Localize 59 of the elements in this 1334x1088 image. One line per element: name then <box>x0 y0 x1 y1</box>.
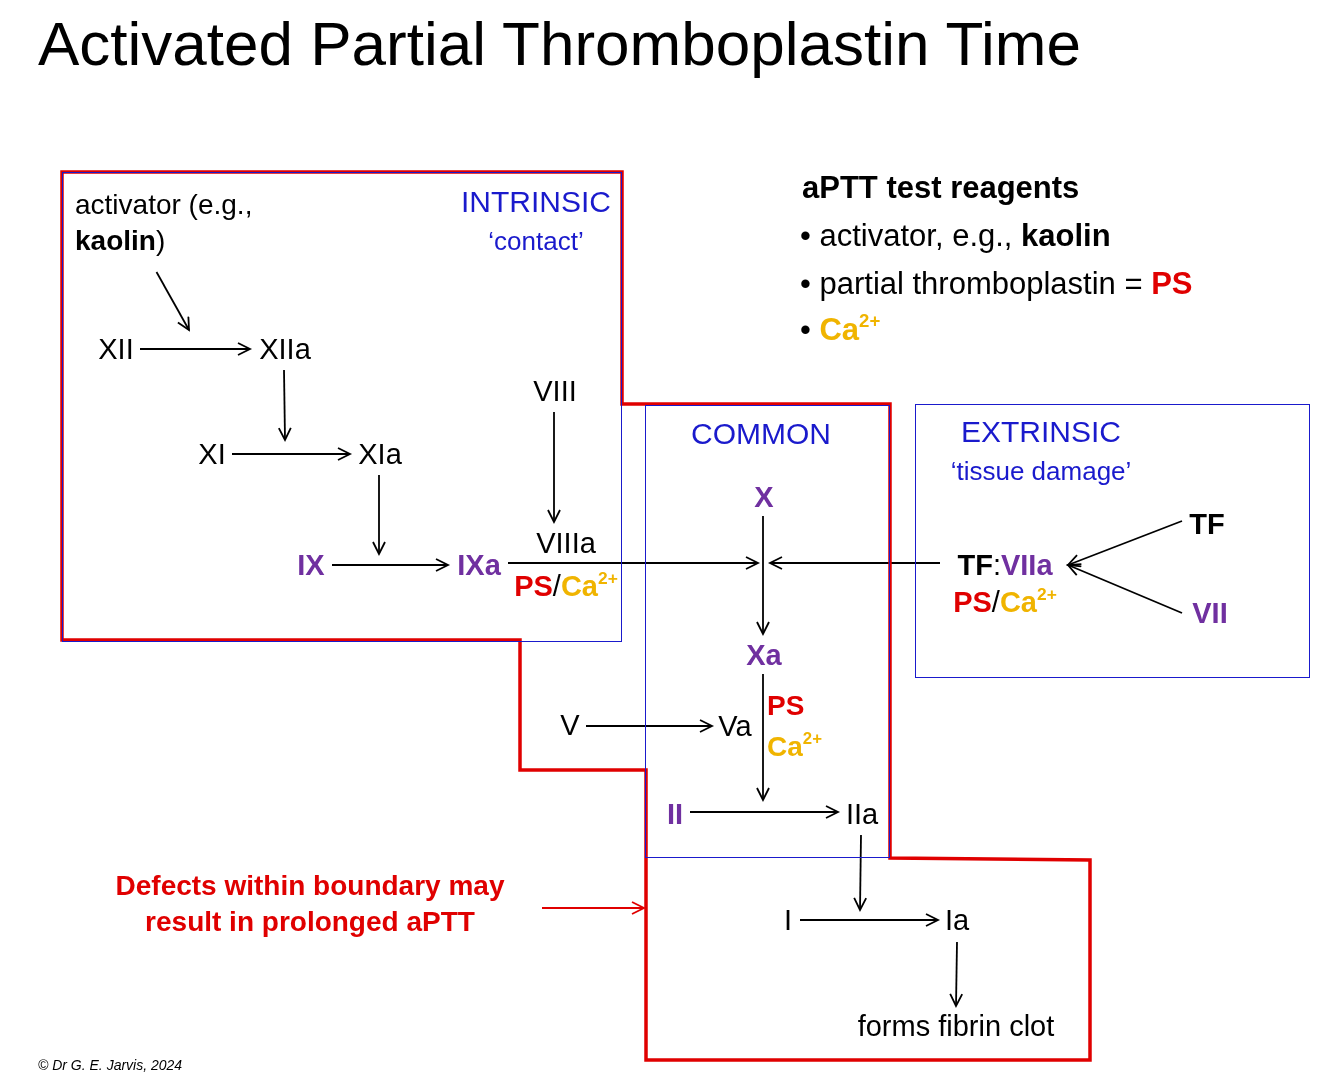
factor-label: TF <box>1185 506 1229 542</box>
arrow <box>689 805 839 819</box>
note-text: Defects within boundary may result in prolonged aPTT <box>80 868 540 954</box>
factor-label: Xa <box>741 637 787 673</box>
factor-label: VIIIa <box>535 526 597 561</box>
cofactor-label: PS <box>767 690 805 723</box>
complex-label: TF:VIIa <box>956 548 1054 583</box>
factor-label: XIa <box>353 436 407 474</box>
arrow <box>542 901 645 915</box>
arrow <box>547 411 561 523</box>
arrow <box>1067 520 1183 568</box>
pathway-subtitle: ‘tissue damage’ <box>949 457 1133 487</box>
arrow <box>155 271 190 331</box>
factor-label: IX <box>291 547 331 585</box>
pathway-subtitle: ‘contact’ <box>487 227 585 257</box>
arrow <box>372 474 386 555</box>
bullet-item: • partial thromboplastin = PS <box>800 266 1193 302</box>
pathway-box <box>645 405 890 858</box>
cofactor-label: Ca$^{2+}$ <box>767 731 822 764</box>
factor-label: Ia <box>940 902 974 940</box>
copyright-note: © Dr G. E. Jarvis, 2024 <box>38 1057 183 1074</box>
factor-label: VII <box>1185 595 1235 631</box>
outcome-label: forms fibrin clot <box>834 1008 1078 1048</box>
arrow <box>799 913 939 927</box>
factor-label: X <box>749 479 779 515</box>
factor-label: Va <box>715 708 755 746</box>
activator-label: activator (e.g., kaolin) <box>75 187 260 271</box>
factor-label: XI <box>193 436 231 474</box>
bullet-item: • activator, e.g., kaolin <box>800 218 1111 254</box>
arrow <box>507 556 759 570</box>
arrow <box>756 515 770 635</box>
arrow <box>756 673 770 801</box>
arrow <box>231 447 351 461</box>
factor-label: IXa <box>451 547 507 585</box>
cofactor-label: PS/Ca$^{2+}$ <box>513 568 619 604</box>
title: Activated Partial Thromboplastin Time <box>38 8 1081 80</box>
arrow <box>949 941 964 1007</box>
pathway-heading: INTRINSIC <box>460 185 612 220</box>
arrow <box>1067 563 1183 614</box>
factor-label: XII <box>93 331 139 369</box>
factor-label: I <box>778 902 798 940</box>
pathway-heading: EXTRINSIC <box>960 415 1122 450</box>
cofactor-label: PS/Ca$^{2+}$ <box>952 584 1058 620</box>
arrow <box>769 556 941 570</box>
heading: aPTT test reagents <box>802 170 1080 206</box>
arrow <box>139 342 251 356</box>
factor-label: II <box>661 796 689 834</box>
arrow <box>331 558 449 572</box>
factor-label: V <box>556 707 584 745</box>
factor-label: VIII <box>527 373 583 411</box>
pathway-box <box>915 404 1310 678</box>
pathway-heading: COMMON <box>690 417 832 452</box>
bullet-item: • Ca$^{2+}$ <box>800 312 881 348</box>
factor-label: XIIa <box>253 331 317 369</box>
pathway-box <box>62 172 622 642</box>
arrow <box>585 719 713 733</box>
factor-label: IIa <box>841 796 883 834</box>
arrow <box>277 369 292 441</box>
arrow <box>853 834 868 911</box>
